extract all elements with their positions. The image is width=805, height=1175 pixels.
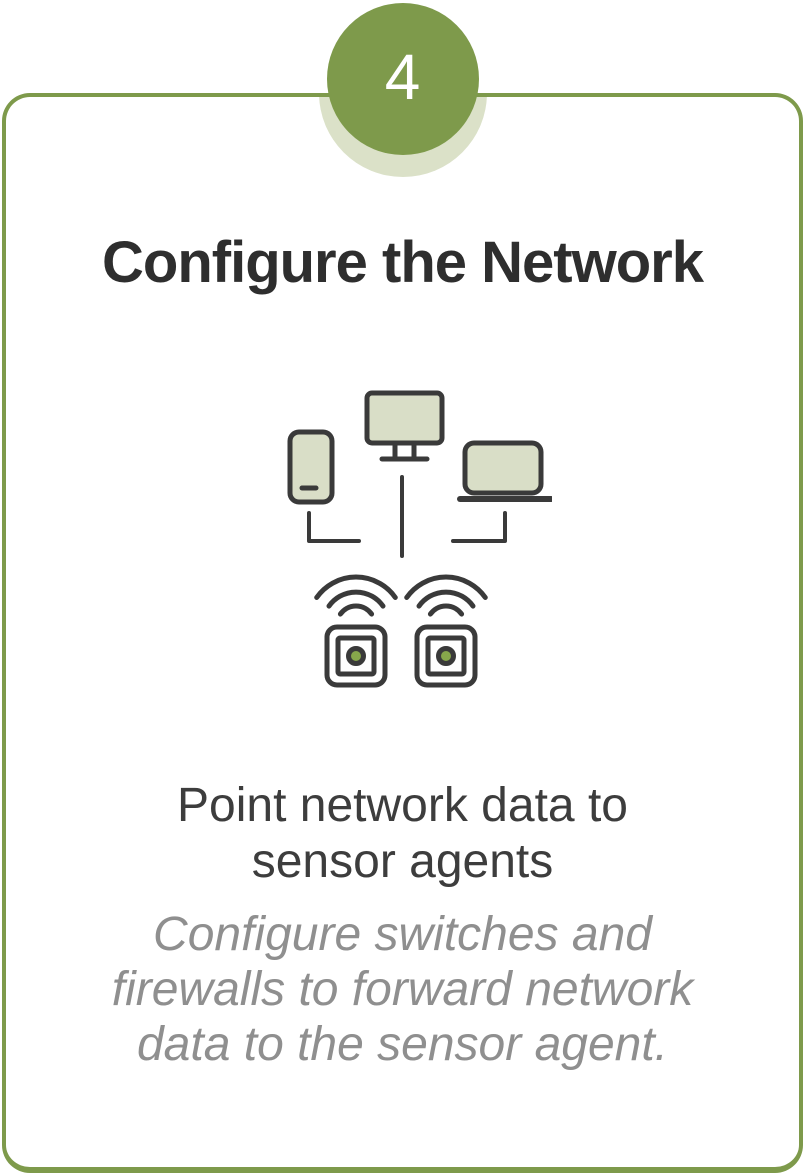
card-description-line-3: data to the sensor agent. — [136, 1018, 669, 1071]
step-number-badge: 4 — [326, 3, 479, 155]
monitor-icon — [364, 390, 445, 462]
monitor-stand-legs — [392, 440, 417, 460]
laptop-connector-line — [451, 511, 507, 543]
phone-icon — [287, 429, 335, 505]
card-subtitle-line-1: Point network data to — [177, 779, 628, 832]
card-subtitle: Point network data to sensor agents — [6, 778, 799, 890]
wifi-signal-icon-left — [314, 574, 398, 617]
card-description: Configure switches and firewalls to forw… — [6, 907, 799, 1072]
card-title: Configure the Network — [102, 230, 704, 295]
card-description-line-2: firewalls to forward network — [111, 963, 694, 1016]
sensor-agent-icon-right — [414, 624, 478, 688]
sensor-dot — [436, 646, 456, 666]
wifi-signal-icon-right — [404, 574, 488, 617]
sensor-dot — [346, 646, 366, 666]
network-illustration — [287, 390, 552, 688]
network-connector-lines — [307, 475, 507, 558]
sensor-agent-icon-left — [324, 624, 388, 688]
step-card: 4 Configure the Network — [2, 3, 803, 1173]
laptop-icon — [457, 440, 552, 502]
card-description-line-1: Configure switches and — [153, 908, 652, 961]
phone-connector-line — [307, 511, 361, 543]
card-subtitle-line-2: sensor agents — [251, 835, 554, 888]
step-number: 4 — [384, 41, 421, 113]
